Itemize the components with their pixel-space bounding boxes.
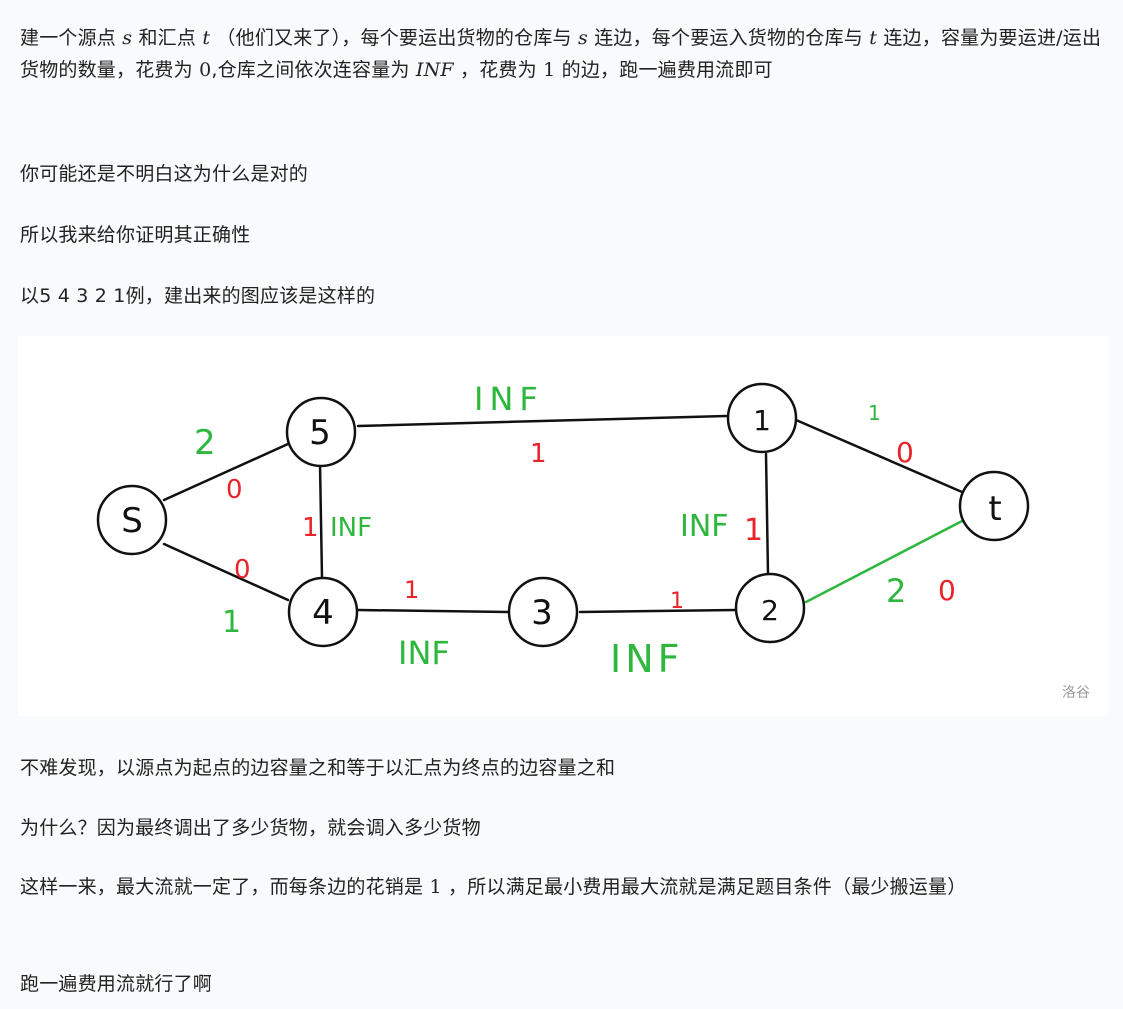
paragraph-why: 为什么？因为最终调出了多少货物，就会调入多少货物 bbox=[20, 817, 481, 839]
edge-2-t bbox=[804, 518, 966, 604]
text-segment: ，所以满足最小费用最大流就是满足题目条件（最少搬运量） bbox=[448, 876, 967, 898]
math-one: 1 bbox=[429, 876, 442, 898]
capacity-labels: 2 1 INF INF INF INF INF 1 2 bbox=[194, 380, 906, 681]
text-segment: 的边，跑一遍费用流即可 bbox=[561, 59, 773, 81]
cap-s-5: 2 bbox=[194, 423, 216, 463]
paragraph-conclusion: 这样一来，最大流就一定了，而每条边的花销是 1 ，所以满足最小费用最大流就是满足… bbox=[20, 871, 1110, 903]
cap-1-2: INF bbox=[680, 509, 729, 544]
paragraph-final: 跑一遍费用流就行了啊 bbox=[20, 973, 213, 995]
edge-s-4 bbox=[162, 542, 290, 602]
cost-s-5: 0 bbox=[226, 475, 243, 505]
nodes bbox=[96, 382, 1030, 648]
cost-labels: 0 0 1 1 1 1 1 0 0 bbox=[226, 436, 956, 614]
node-3 bbox=[507, 576, 579, 648]
math-t: t bbox=[869, 27, 878, 49]
edge-4-3 bbox=[356, 608, 510, 614]
paragraph-example: 以5 4 3 2 1例，建出来的图应该是这样的 bbox=[20, 285, 376, 307]
edge-5-1 bbox=[356, 414, 728, 428]
cost-1-2: 1 bbox=[744, 513, 763, 548]
node-label-4: 4 bbox=[312, 593, 334, 633]
node-label-3: 3 bbox=[531, 593, 553, 633]
text-segment: ，花费为 bbox=[460, 59, 537, 81]
cap-4-3: INF bbox=[398, 634, 450, 672]
text-segment: ,仓库之间依次连容量为 bbox=[211, 59, 410, 81]
node-label-1: 1 bbox=[753, 404, 771, 437]
text-segment: 和汇点 bbox=[138, 27, 197, 49]
cost-4-3: 1 bbox=[404, 576, 419, 604]
cap-1-t: 1 bbox=[868, 401, 881, 425]
cap-s-4: 1 bbox=[222, 605, 241, 640]
node-label-2: 2 bbox=[761, 594, 779, 627]
node-2 bbox=[734, 572, 806, 644]
cost-s-4: 0 bbox=[234, 555, 251, 585]
node-label-5: 5 bbox=[309, 413, 331, 453]
text-segment: 连边，每个要运入货物的仓库与 bbox=[594, 27, 863, 49]
node-1 bbox=[726, 382, 798, 454]
paragraph-not-understand: 你可能还是不明白这为什么是对的 bbox=[20, 163, 309, 185]
text-segment: （他们又来了），每个要运出货物的仓库与 bbox=[216, 27, 572, 49]
node-t bbox=[958, 470, 1030, 542]
math-t: t bbox=[202, 27, 211, 49]
cap-2-t: 2 bbox=[886, 572, 906, 610]
edge-s-5 bbox=[162, 442, 290, 502]
text-segment: 建一个源点 bbox=[20, 27, 117, 49]
edge-5-4 bbox=[318, 462, 324, 580]
flow-network-figure: S 5 4 3 2 1 t 2 1 INF INF INF INF INF 1 … bbox=[18, 336, 1108, 716]
node-s bbox=[96, 484, 168, 556]
cost-5-4: 1 bbox=[302, 513, 319, 543]
math-one: 1 bbox=[543, 59, 556, 81]
cost-3-2: 1 bbox=[670, 589, 684, 614]
node-5 bbox=[285, 396, 357, 468]
cap-5-4: INF bbox=[330, 513, 372, 543]
node-label-s: S bbox=[121, 501, 143, 541]
paragraph-proof-intro: 所以我来给你证明其正确性 bbox=[20, 224, 251, 246]
cap-5-1: INF bbox=[474, 380, 544, 418]
cap-3-2: INF bbox=[610, 637, 684, 681]
node-4 bbox=[287, 576, 359, 648]
text-segment: 这样一来，最大流就一定了，而每条边的花销是 bbox=[20, 876, 424, 898]
luogu-watermark: 洛谷 bbox=[1062, 685, 1090, 701]
edge-1-2 bbox=[764, 452, 770, 576]
flow-network-drawing: S 5 4 3 2 1 t 2 1 INF INF INF INF INF 1 … bbox=[96, 380, 1030, 681]
cost-2-t: 0 bbox=[938, 574, 956, 607]
math-s: s bbox=[122, 27, 133, 49]
math-inf: INF bbox=[415, 59, 454, 81]
paragraph-construction: 建一个源点 s 和汇点 t （他们又来了），每个要运出货物的仓库与 s 连边，每… bbox=[20, 22, 1110, 86]
cost-5-1: 1 bbox=[530, 439, 547, 469]
math-zero: 0 bbox=[199, 59, 212, 81]
cost-1-t: 0 bbox=[896, 436, 914, 469]
paragraph-observation: 不难发现，以源点为起点的边容量之和等于以汇点为终点的边容量之和 bbox=[20, 757, 616, 779]
edges bbox=[162, 414, 964, 614]
edge-1-t bbox=[794, 418, 964, 494]
node-label-t: t bbox=[988, 489, 1001, 529]
math-s: s bbox=[577, 27, 588, 49]
edge-3-2 bbox=[578, 608, 738, 614]
node-labels: S 5 4 3 2 1 t bbox=[121, 404, 1001, 633]
text-segment: 连边，容量为要运进/运出货物的数量，花费为 bbox=[20, 27, 1102, 81]
